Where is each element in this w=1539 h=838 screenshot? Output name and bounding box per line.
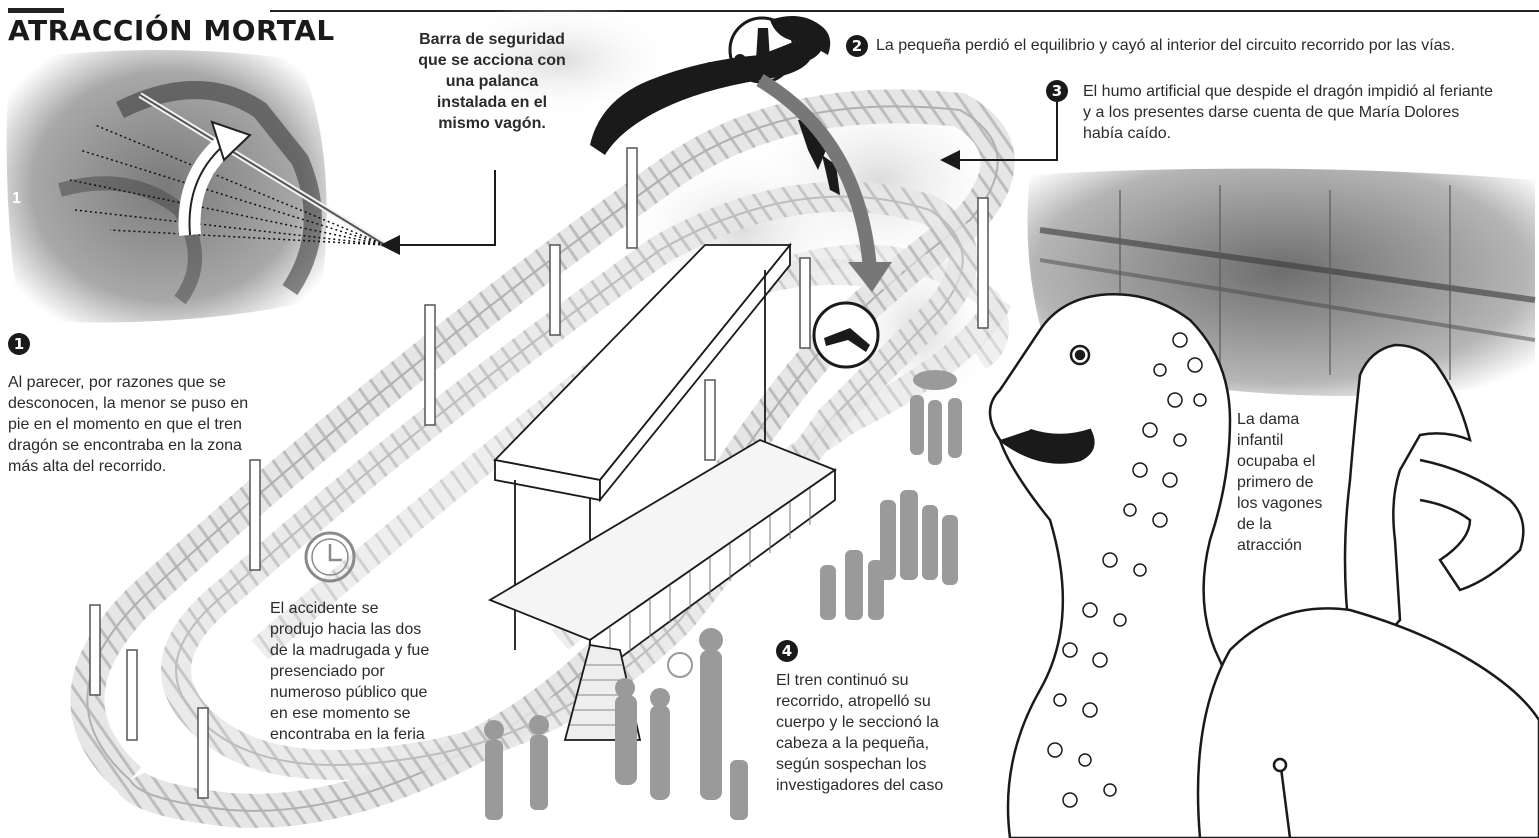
station-platform	[487, 242, 837, 741]
page-title: ATRACCIÓN MORTAL	[8, 14, 335, 47]
step-3-badge: 3	[1046, 80, 1068, 102]
clock-icon	[304, 531, 356, 583]
step-3-text: El humo artificial que despide el dragón…	[1083, 83, 1494, 142]
photo-label: 1	[12, 190, 21, 207]
smoke-pointer	[940, 95, 1058, 170]
safety-bar-photo	[6, 50, 387, 323]
safety-bar-caption: Barra de seguridad que se acciona con un…	[418, 31, 566, 132]
top-rule	[270, 10, 1539, 12]
step-4-badge: 4	[776, 640, 798, 662]
dragon-head-illustration	[988, 293, 1242, 838]
crowd-silhouettes	[484, 370, 962, 820]
title-accent	[8, 8, 64, 13]
dragon-lady-caption: La dama infantil ocupaba el primero de l…	[1237, 411, 1323, 554]
safety-bar-pointer	[380, 170, 496, 255]
landed-figure-highlight	[812, 301, 880, 369]
step-2-text: La pequeña perdió el equilibrio y cayó a…	[876, 37, 1455, 54]
fall-arrow-head	[848, 262, 892, 292]
step-1-badge: 1	[8, 333, 30, 355]
step-4-text: El tren continuó su recorrido, atropelló…	[776, 672, 944, 794]
time-text: El accidente se produjo hacia las dos de…	[270, 600, 430, 743]
track-supports	[89, 147, 989, 799]
fall-arrow	[756, 73, 877, 271]
step-1-text: Al parecer, por razones que se desconoce…	[8, 374, 249, 475]
girl-figure-illustration	[1196, 343, 1539, 838]
step-2-badge: 2	[846, 35, 868, 57]
